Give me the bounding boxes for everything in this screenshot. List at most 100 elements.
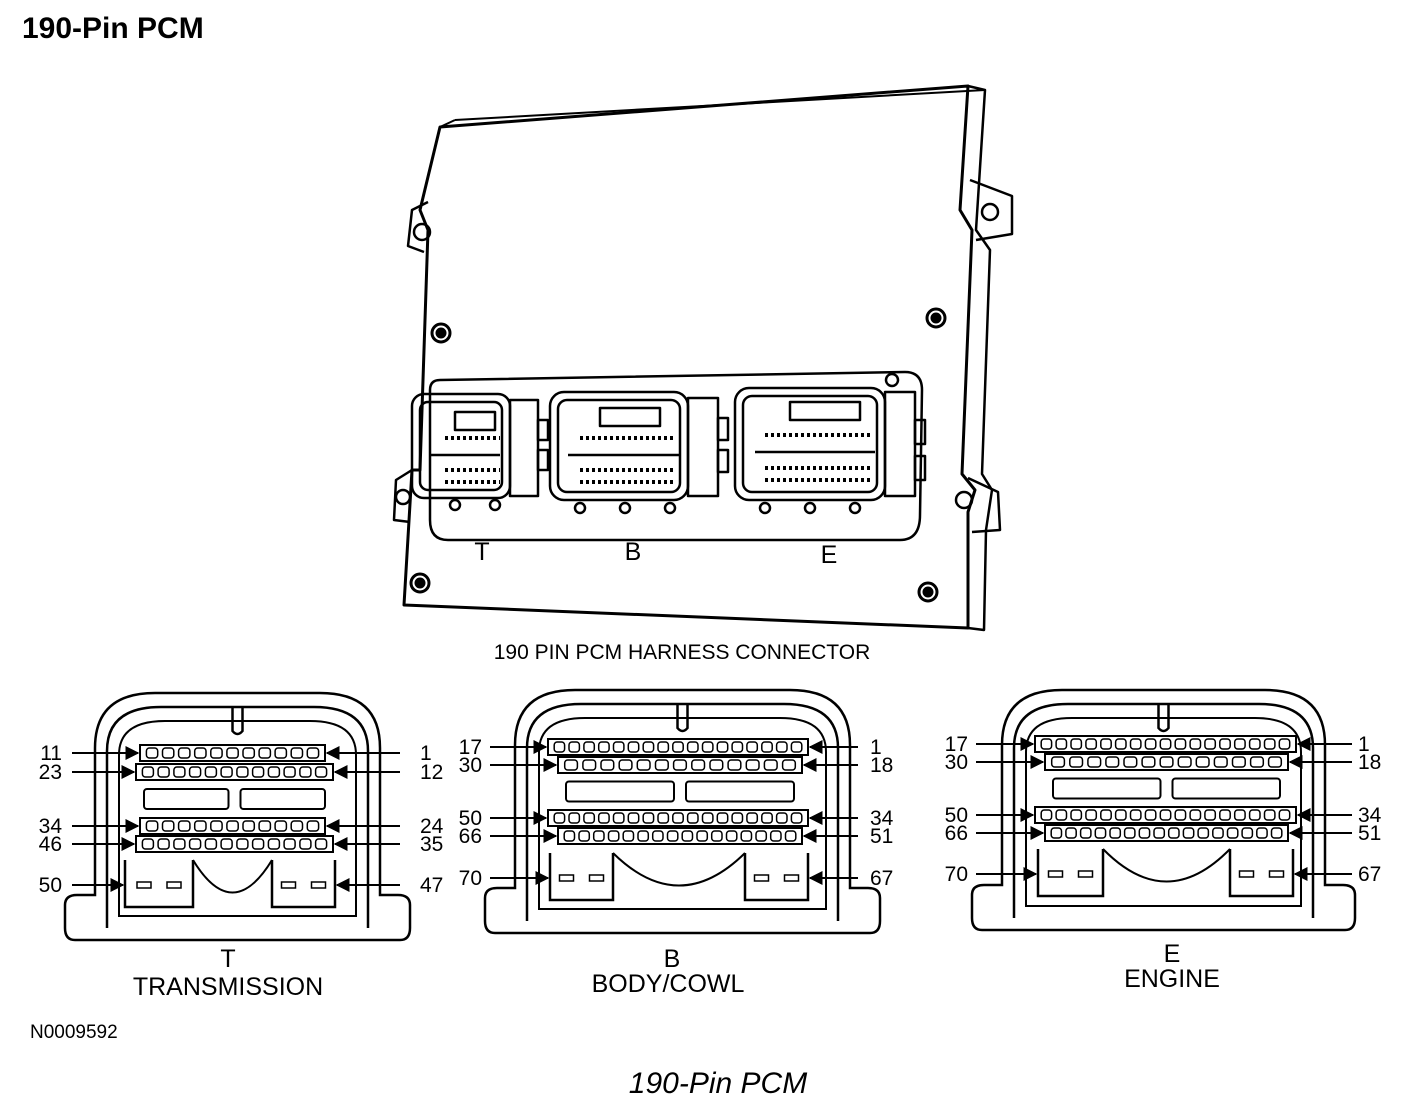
pin-label-left: 66 — [945, 822, 968, 845]
connector-inner-wall — [105, 705, 370, 928]
power-slot — [1228, 849, 1295, 898]
pin-row — [135, 835, 334, 853]
pin-label-right: 18 — [1358, 751, 1381, 774]
power-terminal — [310, 881, 327, 889]
pin-cavity — [1105, 756, 1120, 768]
pin-label-left: 34 — [39, 815, 63, 838]
pin-label-left: 46 — [39, 833, 62, 856]
connector-inner-rim — [538, 717, 827, 910]
power-terminal — [1047, 870, 1064, 878]
pin-cavity — [314, 838, 328, 850]
pin-cavity — [1055, 809, 1068, 821]
pin-cavity — [1177, 756, 1192, 768]
pin-cavity — [1248, 809, 1261, 821]
connector-name: BODY/COWL — [592, 970, 745, 998]
pin-cavity — [204, 766, 218, 778]
pin-cavity — [607, 830, 620, 842]
module-connector-e — [733, 372, 927, 515]
pin-cavity — [1050, 756, 1066, 768]
pin-cavity — [141, 838, 155, 850]
pin-cavity — [775, 812, 788, 824]
pin-cavity — [161, 747, 175, 759]
pin-cavity — [1189, 809, 1202, 821]
connector-key-notch — [676, 704, 689, 733]
pin-cavity — [583, 741, 596, 753]
pin-cavity — [642, 741, 655, 753]
pcm-housing — [402, 84, 977, 630]
pin-cavity — [651, 830, 664, 842]
connector-name: TRANSMISSION — [133, 973, 323, 1001]
pin-cavity — [1213, 756, 1228, 768]
pin-row — [557, 827, 803, 845]
pin-cavity — [1248, 738, 1261, 750]
pin-cavity — [618, 759, 633, 771]
pin-cavity — [1204, 738, 1217, 750]
pin-cavity — [727, 759, 742, 771]
screw-icon — [925, 307, 947, 329]
pin-label-left: 70 — [945, 863, 968, 886]
pin-cavity — [1065, 827, 1077, 839]
power-terminal — [1238, 870, 1255, 878]
pin-cavity — [1040, 738, 1053, 750]
pin-cavity — [177, 747, 191, 759]
pin-cavity — [251, 766, 265, 778]
pin-cavity — [672, 759, 688, 771]
pin-cavity — [226, 747, 239, 759]
pin-cavity — [173, 766, 186, 778]
pin-cavity — [290, 747, 304, 759]
pin-cavity — [274, 820, 288, 832]
pin-cavity — [1197, 827, 1210, 839]
pin-row — [1044, 824, 1289, 842]
pin-label-right: 67 — [1358, 863, 1381, 886]
module-letter-t: T — [474, 538, 489, 566]
pin-cavity — [1278, 809, 1291, 821]
pin-label-right: 51 — [1358, 822, 1381, 845]
pin-cavity — [597, 812, 610, 824]
pin-cavity — [553, 812, 566, 824]
pin-cavity — [563, 830, 576, 842]
pin-cavity — [1087, 756, 1102, 768]
pin-cavity — [1256, 827, 1268, 839]
pin-cavity — [157, 838, 170, 850]
pin-cavity — [578, 830, 591, 842]
module-connector-b — [548, 390, 730, 515]
mounting-tab-left-bottom — [392, 468, 413, 524]
pin-cavity — [145, 820, 159, 832]
pin-cavity — [204, 838, 218, 850]
mounting-tab-right-top — [969, 178, 1014, 242]
pin-cavity — [710, 830, 723, 842]
pin-cavity — [1144, 738, 1157, 750]
pin-label-left: 50 — [945, 804, 968, 827]
pin-cavity — [701, 741, 714, 753]
connector-inner-wall — [525, 702, 840, 921]
pin-cavity — [236, 766, 249, 778]
pin-cavity — [299, 838, 312, 850]
power-slot — [548, 853, 615, 902]
pin-cavity — [1079, 827, 1092, 839]
pin-cavity — [1129, 809, 1142, 821]
pin-cavity — [274, 747, 288, 759]
pin-cavity — [1267, 756, 1283, 768]
pin-cavity — [1144, 809, 1157, 821]
screw-icon — [409, 572, 431, 594]
power-slot — [270, 860, 337, 909]
keying-window — [1171, 777, 1281, 800]
screw-icon — [917, 581, 939, 603]
pin-cavity — [637, 830, 650, 842]
pin-cavity — [1233, 809, 1246, 821]
pin-cavity — [1114, 738, 1127, 750]
pin-cavity — [157, 766, 170, 778]
pin-cavity — [1123, 827, 1136, 839]
pin-cavity — [145, 747, 159, 759]
pin-cavity — [761, 812, 773, 824]
module-letter-b: B — [625, 538, 642, 566]
mounting-hole — [980, 202, 1000, 222]
connector-inner-wall — [1012, 702, 1315, 918]
pin-cavity — [251, 838, 265, 850]
pin-cavity — [696, 830, 709, 842]
connector-shell — [970, 688, 1357, 932]
pin-cavity — [691, 759, 706, 771]
mounting-tab-left-top — [406, 200, 429, 254]
